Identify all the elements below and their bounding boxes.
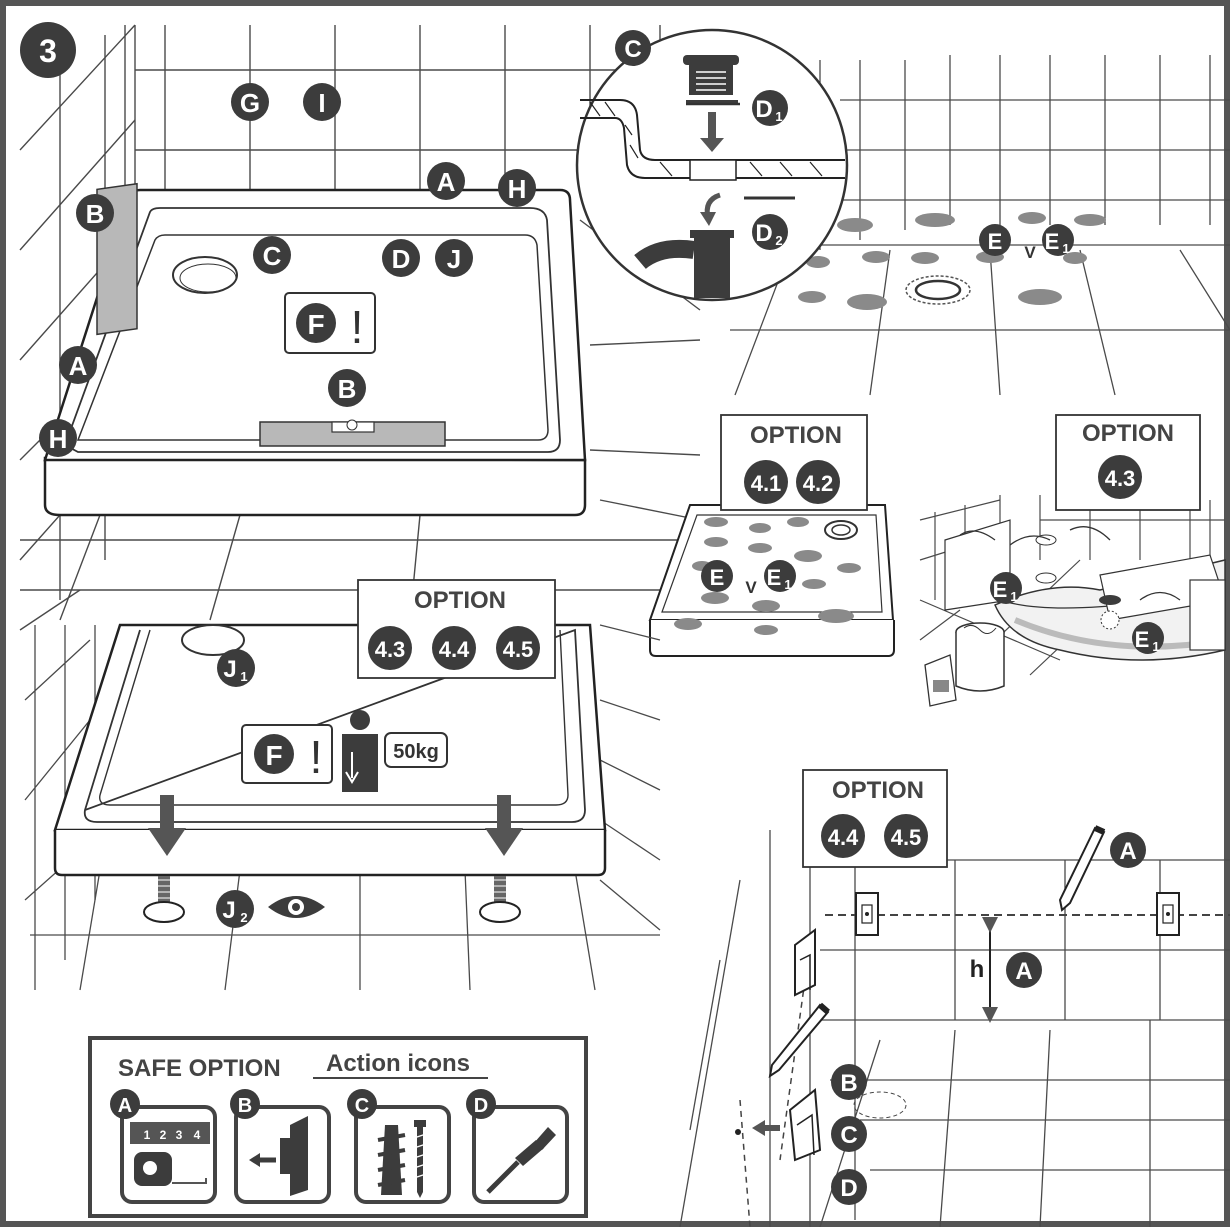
underside-option-title: OPTION [414, 587, 506, 614]
label-h-top: H [508, 174, 527, 204]
label-b-center: B [338, 374, 357, 404]
floor-label-e1-sub: 1 [1062, 241, 1069, 256]
option-badge-4-5: 4.5 [503, 637, 534, 662]
label-j1-sub: 1 [240, 669, 247, 684]
label-b-wall: B [86, 199, 105, 229]
underside-warning-mark: ! [310, 731, 323, 783]
label-h-side: H [49, 424, 68, 454]
safe-icon-d-letter: D [474, 1095, 488, 1117]
label-j: J [447, 244, 461, 274]
option-43-e1b-letter: E [1135, 627, 1150, 652]
warning-mark: ! [351, 301, 364, 353]
label-j2-sub: 2 [240, 910, 247, 925]
safe-option-panel: SAFE OPTION Action icons 1 2 3 4 A B [90, 1038, 586, 1216]
label-i: I [318, 88, 325, 118]
option-43-e1a-letter: E [993, 577, 1008, 602]
option-41-label-or: V [745, 578, 757, 597]
option-badge-4-4-wall: 4.4 [828, 825, 859, 850]
option-41-42-title: OPTION [750, 422, 842, 449]
option-41-label-e: E [710, 565, 725, 590]
underside-warning-letter: F [265, 740, 282, 771]
wall-label-a-mid: A [1015, 958, 1032, 985]
tray-top [45, 184, 585, 515]
warning-letter-f: F [307, 309, 324, 340]
option-43-title: OPTION [1082, 420, 1174, 447]
wall-label-h: h [970, 956, 985, 983]
drain-label-c: C [624, 36, 641, 63]
option-41-label-e1-sub: 1 [784, 577, 791, 592]
drain-label-d2-letter: D [755, 220, 772, 247]
safe-option-subtitle: Action icons [326, 1050, 470, 1077]
option-41-label-e1-letter: E [767, 565, 782, 590]
floor-label-e1-letter: E [1045, 229, 1060, 254]
option-43-e1a-sub: 1 [1010, 589, 1017, 604]
safe-icon-b-letter: B [238, 1095, 252, 1117]
ruler-digit-2: 2 [160, 1128, 167, 1142]
option-badge-4-5-wall: 4.5 [891, 825, 922, 850]
drain-label-d1-letter: D [755, 96, 772, 123]
load-label: 50kg [393, 741, 439, 763]
ruler-digit-3: 3 [176, 1128, 183, 1142]
drain-label-d1-sub: 1 [775, 109, 782, 124]
drain-label-d2-sub: 2 [775, 233, 782, 248]
drain-detail: C D 1 D 2 [577, 30, 847, 300]
option-44-45-title: OPTION [832, 777, 924, 804]
label-g: G [240, 88, 260, 118]
ruler-digit-4: 4 [194, 1128, 201, 1142]
label-j2-letter: J [222, 897, 235, 924]
option-badge-4-3-scene: 4.3 [1105, 466, 1136, 491]
label-a-side: A [69, 351, 88, 381]
wall-label-b: B [840, 1070, 857, 1097]
label-d: D [392, 244, 411, 274]
floor-label-e: E [988, 229, 1003, 254]
option-badge-4-1: 4.1 [751, 471, 782, 496]
wall-label-a-top: A [1119, 838, 1136, 865]
label-a-top: A [437, 167, 456, 197]
floor-label-or: V [1024, 243, 1036, 262]
safe-option-title: SAFE OPTION [118, 1055, 281, 1082]
wall-label-c: C [840, 1122, 857, 1149]
option-43-e1b-sub: 1 [1152, 639, 1159, 654]
ruler-digit-1: 1 [144, 1128, 151, 1142]
option-badge-4-4: 4.4 [439, 637, 470, 662]
step-number: 3 [39, 33, 57, 69]
label-c: C [263, 241, 282, 271]
safe-icon-a-letter: A [118, 1095, 132, 1117]
wall-label-d: D [840, 1175, 857, 1202]
safe-icon-c-letter: C [355, 1095, 369, 1117]
label-j1-letter: J [223, 656, 236, 683]
option-badge-4-2: 4.2 [803, 471, 834, 496]
option-badge-4-3: 4.3 [375, 637, 406, 662]
